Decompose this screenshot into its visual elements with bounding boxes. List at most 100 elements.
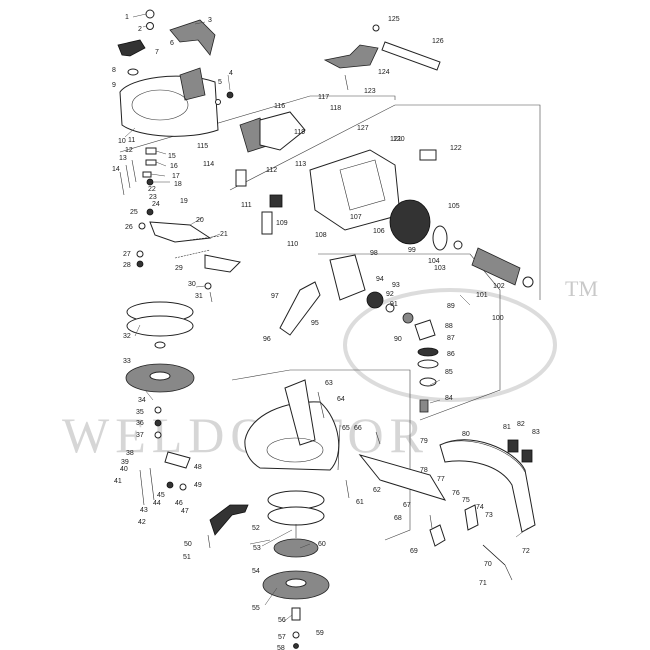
- part-number-label: 15: [168, 153, 176, 160]
- part-number-label: 41: [114, 478, 122, 485]
- part-number-label: 71: [479, 580, 487, 587]
- frame-post: [284, 379, 316, 446]
- part-number-label: 93: [392, 282, 400, 289]
- part-number-label: 14: [112, 166, 120, 173]
- part-number-label: 64: [337, 396, 345, 403]
- holder-112: [259, 111, 306, 151]
- lower-left-parts: [139, 451, 249, 549]
- part-number-label: 59: [316, 630, 324, 637]
- part-number-label: 30: [188, 281, 196, 288]
- screw-123: [344, 74, 349, 91]
- label-122: [419, 149, 437, 161]
- part-number-label: 117: [318, 94, 329, 101]
- part-number-label: 43: [140, 507, 148, 514]
- handle-72: [439, 439, 536, 533]
- part-number-label: 24: [152, 201, 160, 208]
- part-number-label: 27: [123, 251, 131, 258]
- part-number-label: 120: [393, 136, 405, 143]
- part-number-label: 5: [218, 79, 222, 86]
- nut-125: [372, 24, 380, 32]
- part-number-label: 114: [203, 161, 214, 168]
- lever-3: [169, 19, 216, 56]
- bolt-45: [149, 467, 155, 501]
- switch-83: [521, 449, 533, 463]
- plate-20: [149, 221, 212, 243]
- part-number-label: 90: [394, 336, 402, 343]
- switch-housing-parts: [358, 399, 536, 581]
- watermark-text: WELDOCTOR: [62, 407, 429, 463]
- part-number-label: 10: [118, 138, 126, 145]
- gear-assembly-outline: [318, 253, 501, 421]
- part-number-label: 51: [183, 554, 191, 561]
- bracket-48: [164, 451, 191, 469]
- washer-30: [204, 282, 212, 290]
- tire-52-top: [267, 490, 325, 510]
- part-number-label: 115: [197, 143, 208, 150]
- small-fasteners: [119, 147, 242, 303]
- nut-46: [166, 481, 174, 489]
- frame-plate: [244, 401, 340, 471]
- nut-19: [146, 208, 154, 216]
- lever-124: [323, 44, 379, 69]
- part-number-label: 109: [276, 220, 288, 227]
- part-number-label: 100: [492, 315, 504, 322]
- bearing-85: [419, 377, 437, 387]
- part-number-label: 19: [180, 198, 188, 205]
- washer-5: [215, 99, 221, 105]
- screw-31: [209, 291, 213, 303]
- part-number-label: 104: [428, 258, 440, 265]
- part-number-label: 11: [128, 137, 135, 144]
- bearing-33a: [154, 341, 166, 349]
- part-number-label: 12: [125, 147, 133, 154]
- screw-67: [429, 514, 433, 529]
- left-wheel-stack: [125, 301, 195, 439]
- part-number-label: 18: [174, 181, 182, 188]
- part-number-label: 98: [370, 250, 378, 257]
- washer-49: [179, 483, 187, 491]
- part-number-label: 116: [274, 103, 285, 110]
- bearing-104: [453, 240, 463, 250]
- part-number-label: 70: [484, 561, 492, 568]
- spacer-56: [291, 607, 301, 621]
- part-number-label: 49: [194, 482, 202, 489]
- part-number-label: 53: [253, 545, 261, 552]
- base-frame: [244, 379, 381, 499]
- motor-assembly-outline: [229, 104, 541, 300]
- bolt-14: [119, 171, 125, 196]
- bracket-7: [179, 67, 206, 101]
- part-number-label: 83: [532, 429, 540, 436]
- bearing-36: [154, 419, 162, 427]
- part-number-label: 103: [434, 265, 446, 272]
- part-number-label: 75: [462, 497, 470, 504]
- part-number-label: 78: [420, 467, 428, 474]
- part-number-label: 47: [181, 508, 189, 515]
- watermark-swoosh: [343, 288, 557, 402]
- washer-57: [292, 631, 300, 639]
- nut-18: [146, 178, 154, 186]
- part-number-label: 80: [462, 431, 470, 438]
- part-number-label: 61: [356, 499, 364, 506]
- part-number-label: 34: [138, 397, 146, 404]
- part-number-label: 97: [271, 293, 279, 300]
- part-number-label: 55: [252, 605, 260, 612]
- part-number-label: 73: [485, 512, 493, 519]
- spring-21: [189, 235, 221, 241]
- nut-58: [293, 643, 299, 649]
- lower-wheel-stack: [262, 490, 330, 649]
- nut-4: [226, 91, 234, 99]
- tire-32-bottom: [126, 315, 194, 337]
- part-number-label: 118: [330, 105, 341, 112]
- part-number-label: 46: [175, 500, 183, 507]
- part-number-label: 119: [294, 129, 305, 136]
- part-number-label: 124: [378, 69, 390, 76]
- part-number-label: 1: [125, 14, 129, 21]
- part-number-label: 107: [350, 214, 362, 221]
- arm-50: [209, 504, 249, 536]
- part-number-label: 108: [315, 232, 327, 239]
- part-number-label: 122: [450, 145, 462, 152]
- part-number-label: 20: [196, 217, 204, 224]
- part-number-label: 77: [437, 476, 445, 483]
- armature-102: [471, 247, 521, 286]
